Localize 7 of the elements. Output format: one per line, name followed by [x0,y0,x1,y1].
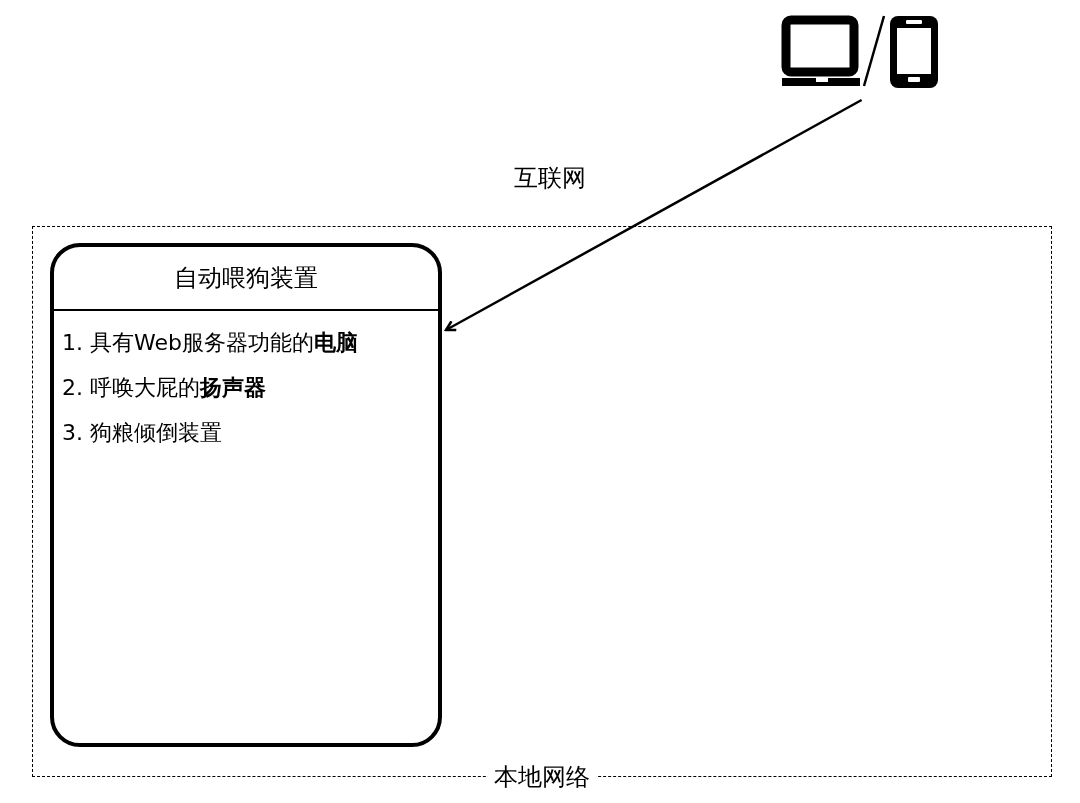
list-item: 3. 狗粮倾倒装置 [62,419,223,447]
card-title: 自动喂狗装置 [174,266,318,290]
laptop-phone-drawing [780,14,940,90]
list-item: 1. 具有Web服务器功能的电脑 [62,329,359,357]
arrow [444,98,863,332]
list-item: 2. 呼唤大屁的扬声器 [62,374,267,402]
device-card [50,243,442,747]
